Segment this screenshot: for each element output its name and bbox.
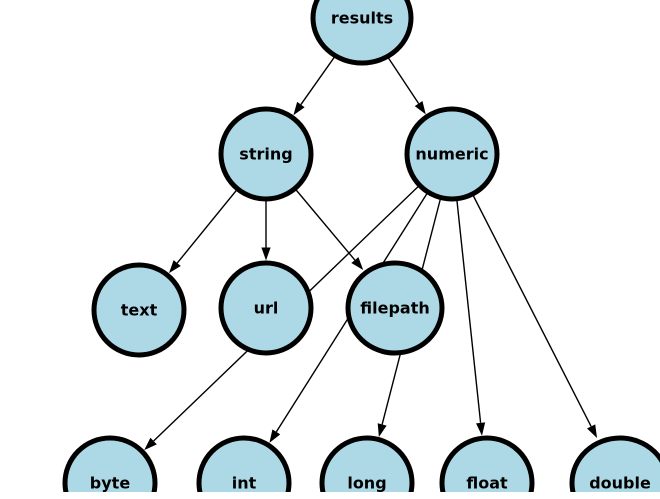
node-float-circle	[439, 435, 535, 499]
edge-numeric-double	[451, 153, 598, 439]
bottom-crop-strip	[0, 492, 660, 499]
node-long: long	[319, 435, 415, 499]
node-byte-circle	[62, 435, 158, 499]
node-filepath: filepath	[345, 260, 445, 356]
node-text: text	[91, 262, 187, 358]
arrowhead-icon-results-string	[293, 101, 305, 116]
node-byte: byte	[62, 435, 158, 499]
edge-line-numeric-double	[451, 153, 592, 427]
node-text-circle	[91, 262, 187, 358]
node-string-circle	[218, 106, 314, 202]
arrowhead-icon-string-filepath	[351, 257, 364, 271]
node-results: results	[310, 0, 414, 66]
arrowhead-icon-string-url	[261, 247, 271, 261]
node-int-circle	[196, 435, 292, 499]
node-url-circle	[218, 260, 314, 356]
arrowhead-icon-numeric-long	[377, 423, 387, 438]
node-results-circle	[310, 0, 414, 66]
node-int: int	[196, 435, 292, 499]
node-url: url	[218, 260, 314, 356]
node-numeric-circle	[404, 106, 500, 202]
arrowhead-icon-results-numeric	[414, 101, 426, 115]
node-filepath-circle	[345, 260, 445, 356]
arrowhead-icon-numeric-int	[269, 429, 281, 443]
arrowhead-icon-numeric-byte	[144, 437, 157, 451]
node-string: string	[218, 106, 314, 202]
node-double: double	[569, 435, 660, 499]
arrowhead-icon-numeric-double	[587, 424, 598, 439]
node-numeric: numeric	[404, 106, 500, 202]
arrowhead-icon-numeric-float	[476, 422, 486, 436]
node-double-circle	[569, 435, 660, 499]
node-float: float	[439, 435, 535, 499]
arrowhead-icon-string-text	[168, 260, 181, 274]
edges-layer	[144, 17, 598, 451]
node-long-circle	[319, 435, 415, 499]
